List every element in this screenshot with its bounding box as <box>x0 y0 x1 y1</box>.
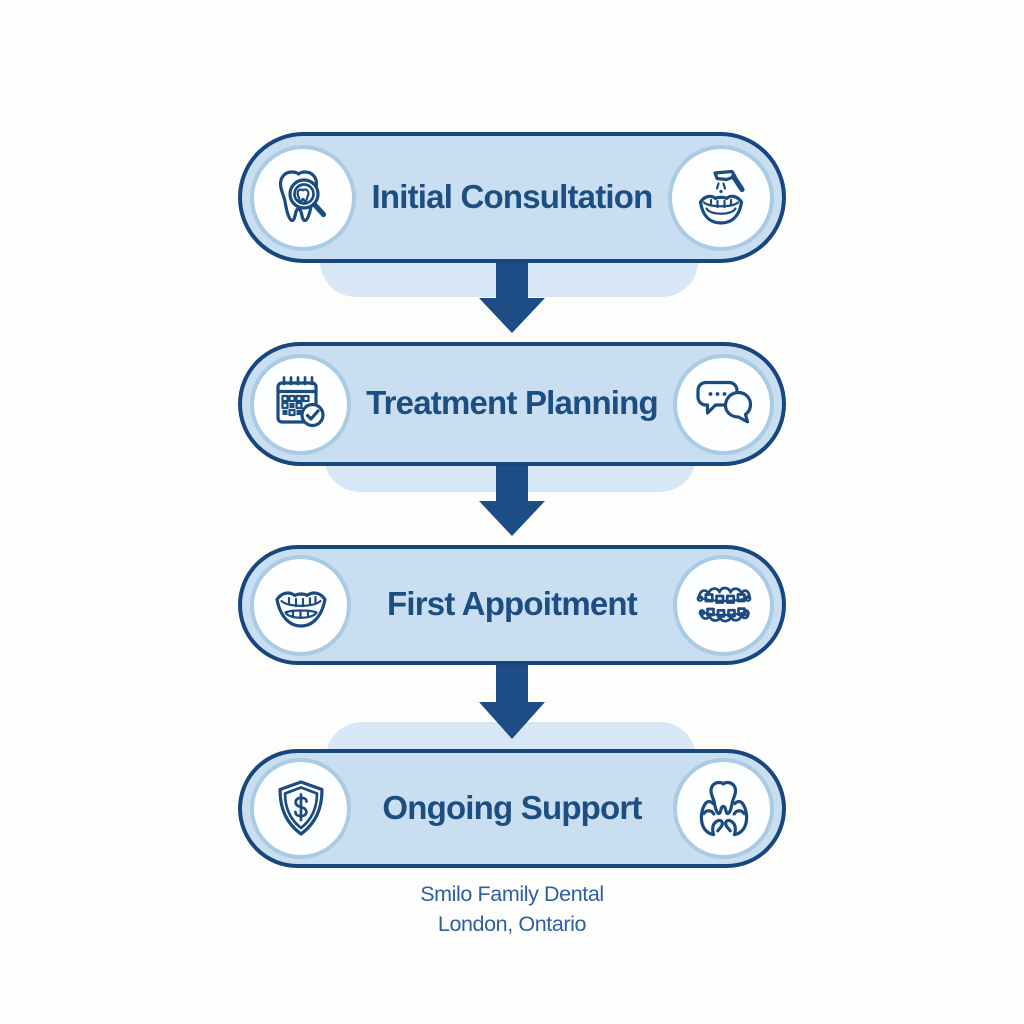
step4-right-icon-badge <box>673 758 774 859</box>
step-initial-consultation: Initial Consultation <box>238 132 786 263</box>
step2-left-icon-badge <box>250 353 351 455</box>
step4-left-icon-badge <box>250 758 351 859</box>
step3-left-icon-badge <box>250 554 351 656</box>
step-label: Initial Consultation <box>371 177 654 215</box>
down-arrow-icon <box>479 261 545 333</box>
down-arrow-icon <box>479 464 545 536</box>
step1-left-icon-badge <box>250 144 356 251</box>
mouth-spray-icon <box>698 169 745 225</box>
step-ongoing-support: Ongoing Support <box>238 749 786 868</box>
down-arrow-icon <box>479 663 545 739</box>
step2-right-icon-badge <box>673 353 774 455</box>
shield-dollar-icon <box>277 779 324 836</box>
step3-right-icon-badge <box>673 554 774 656</box>
calendar-check-icon <box>275 376 325 428</box>
tooth-in-hands-icon <box>699 780 748 836</box>
footer-practice-name: Smilo Family Dental <box>420 882 604 906</box>
footer-attribution: Smilo Family Dental London, Ontario <box>0 879 1024 939</box>
step-first-appointment: First Appoitment <box>238 545 786 665</box>
step-treatment-planning: Treatment Planning <box>238 342 786 466</box>
step-label: Treatment Planning <box>366 384 659 421</box>
tooth-magnifier-icon <box>278 169 327 222</box>
footer-location: London, Ontario <box>437 912 587 936</box>
step-label: Ongoing Support <box>382 788 642 826</box>
step1-right-icon-badge <box>668 144 774 251</box>
smile-teeth-icon <box>274 591 327 628</box>
step-label: First Appoitment <box>387 585 638 622</box>
braces-icon <box>696 586 751 623</box>
chat-bubbles-icon <box>695 380 752 424</box>
